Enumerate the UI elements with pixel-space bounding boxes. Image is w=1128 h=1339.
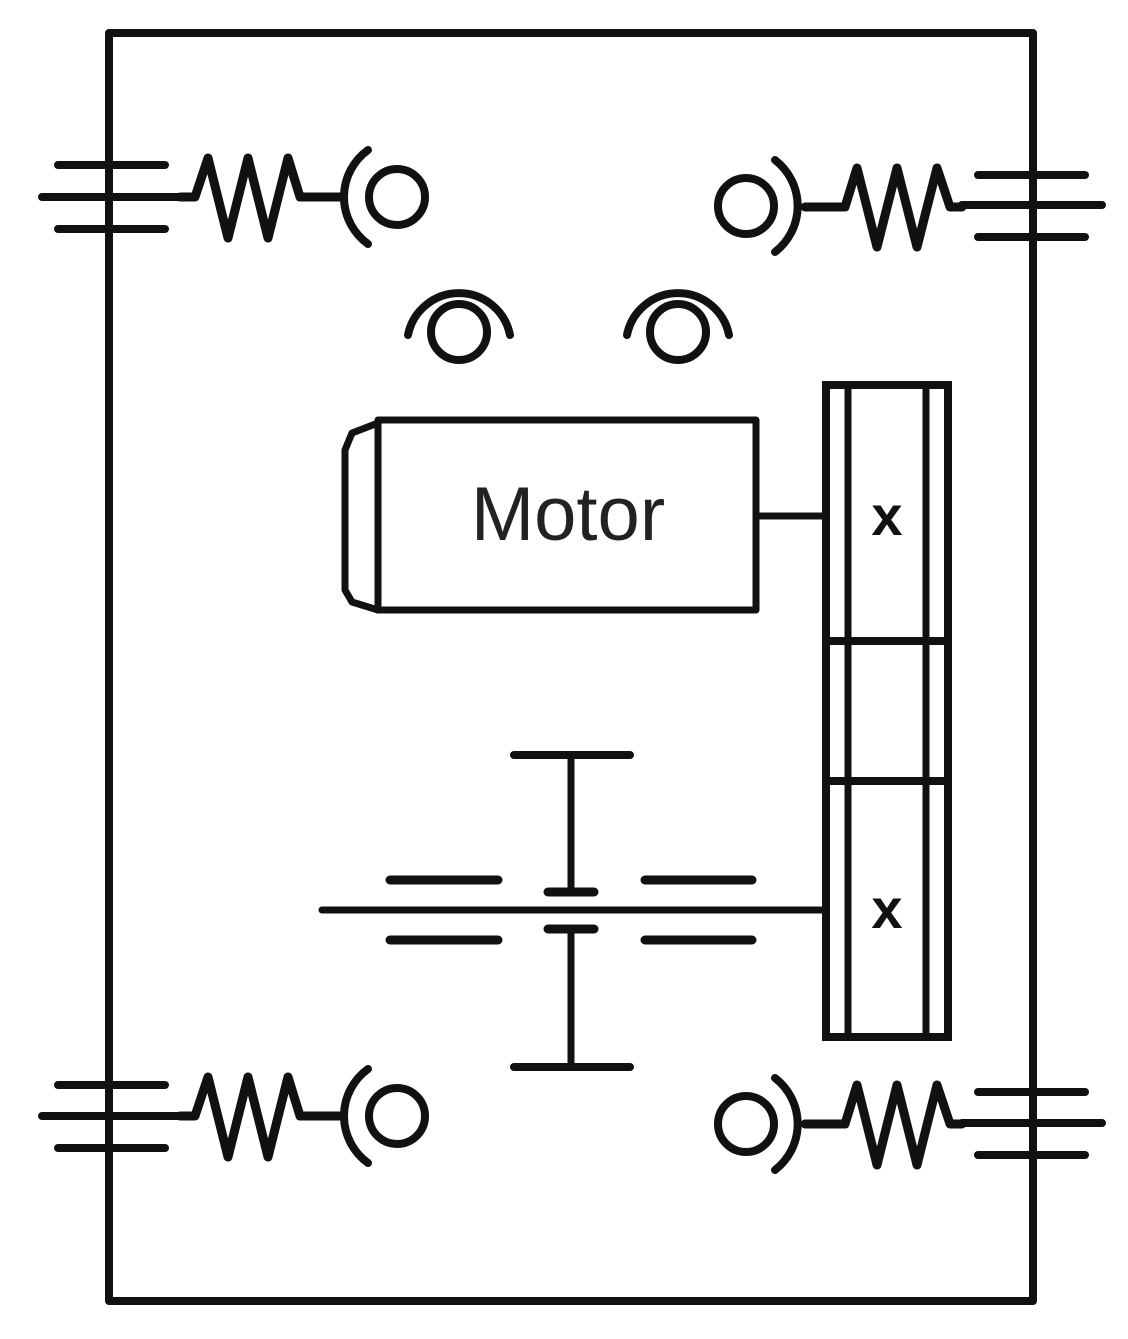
axle-plate-bottom-right	[958, 1088, 1106, 1159]
sensor-top-right	[714, 156, 802, 256]
chassis-frame	[105, 29, 1037, 1305]
belt-drive: x x	[822, 381, 952, 1041]
spring-top-right	[800, 163, 967, 252]
sensor-bottom-right	[714, 1074, 802, 1174]
sensor-center-right	[623, 289, 733, 364]
sensor-bottom-left	[339, 1065, 429, 1167]
axle-plate-bottom-left	[38, 1081, 184, 1152]
axle-plate-top-left	[38, 161, 184, 233]
upper-pulley-mark: x	[871, 484, 902, 547]
lower-pulley-mark: x	[871, 877, 902, 940]
sensor-center-left	[404, 289, 514, 364]
spring-bottom-left	[175, 1072, 345, 1162]
motor-label: Motor	[471, 472, 665, 557]
output-shaft-assembly	[318, 751, 830, 1071]
spring-top-left	[175, 153, 345, 243]
spring-bottom-right	[800, 1080, 967, 1170]
sensor-top-left	[339, 146, 429, 248]
motor: Motor	[341, 416, 760, 614]
axle-plate-top-right	[958, 171, 1106, 241]
